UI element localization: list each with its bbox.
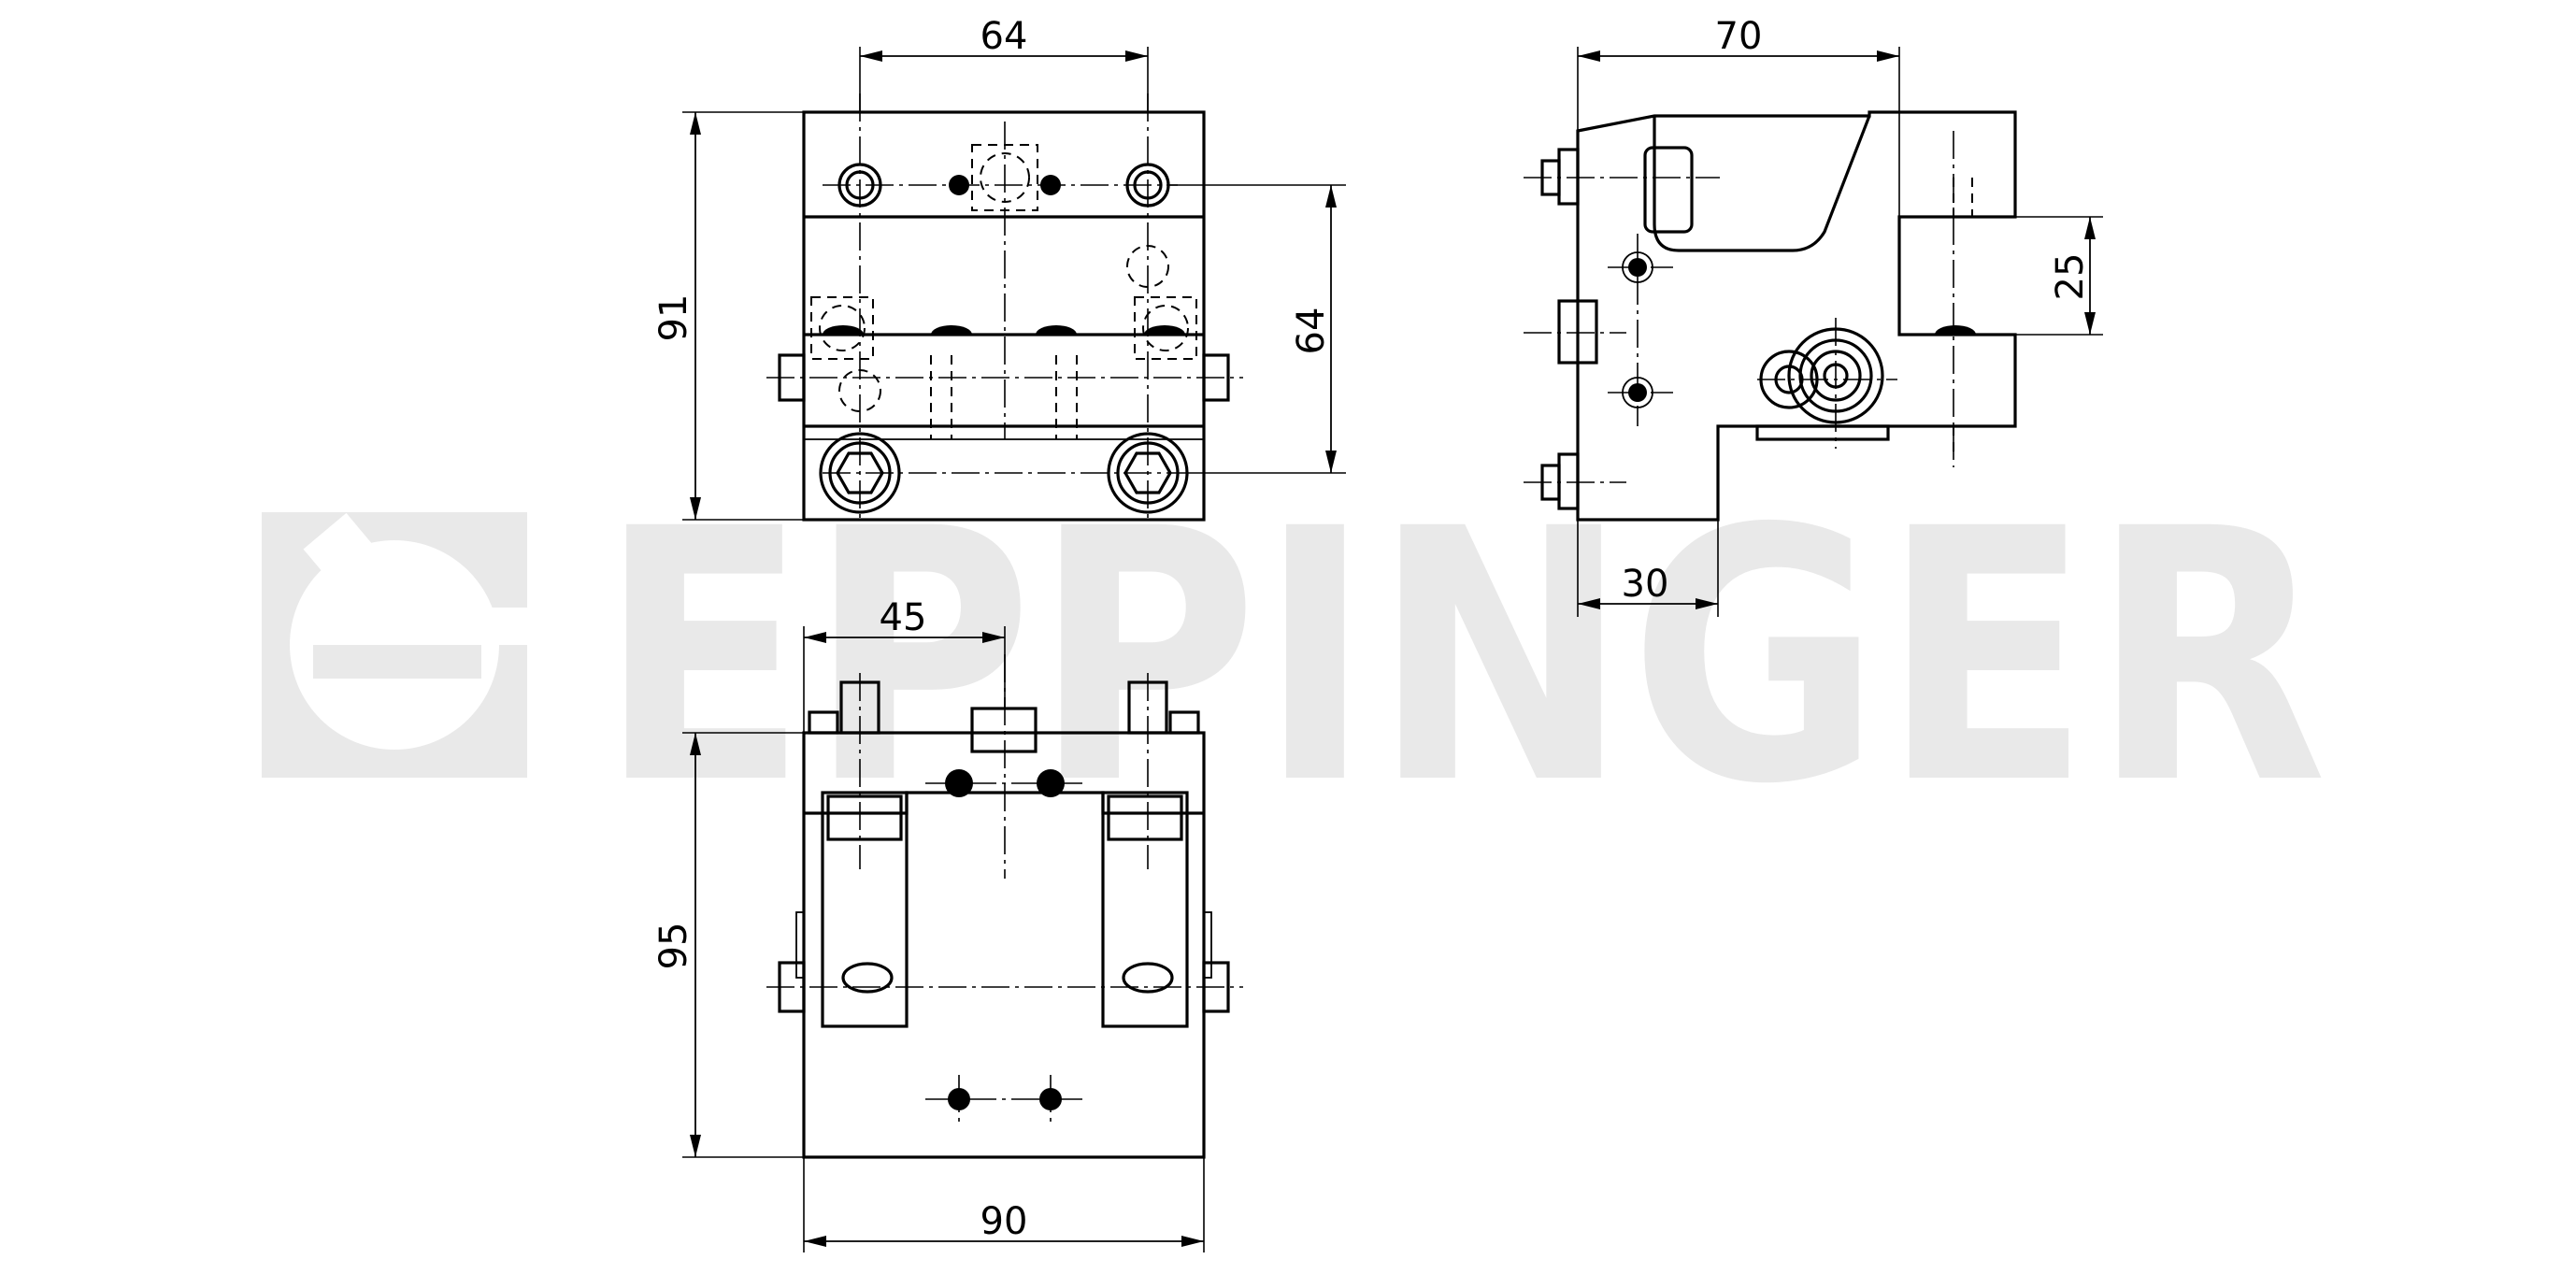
dim-bottom-offset: 45 xyxy=(880,596,927,639)
bottom-view xyxy=(766,654,1243,1159)
side-view xyxy=(1524,110,2017,522)
front-view-dimensions: 64 91 64 xyxy=(652,15,1346,521)
dim-bottom-height: 95 xyxy=(652,923,695,970)
eppinger-watermark: EPPINGER xyxy=(262,455,2327,860)
side-view-dimensions: 70 25 30 xyxy=(1577,15,2103,617)
dim-side-width: 70 xyxy=(1715,15,1763,58)
watermark-brand-text: EPPINGER xyxy=(598,455,2327,860)
eppinger-logo-mark xyxy=(262,512,527,778)
dim-front-height: 91 xyxy=(652,294,695,342)
dim-front-height-inner: 64 xyxy=(1290,308,1333,355)
dim-side-slot-height: 25 xyxy=(2049,253,2092,301)
bottom-view-dimensions: 45 95 90 xyxy=(652,596,1205,1252)
dim-front-width-top: 64 xyxy=(980,15,1028,58)
dim-side-base-width: 30 xyxy=(1622,563,1669,606)
front-view xyxy=(766,93,1243,523)
dim-bottom-width: 90 xyxy=(980,1200,1028,1243)
